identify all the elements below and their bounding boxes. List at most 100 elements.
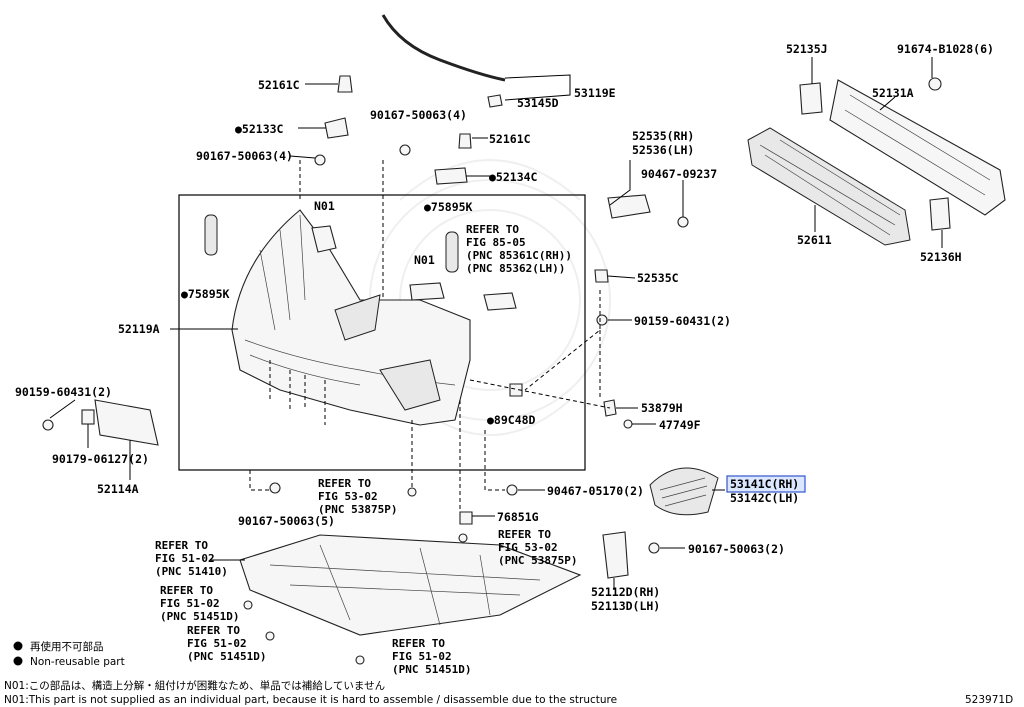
label-90159-60431-left[interactable]: 90159-60431(2) — [15, 385, 112, 399]
svg-text:(PNC 53875P): (PNC 53875P) — [498, 554, 577, 567]
label-53141c-rh[interactable]: 53141C(RH) — [730, 477, 799, 491]
note-n01-en: N01:This part is not supplied as an indi… — [4, 694, 617, 706]
bolt-90159-60431-right[interactable] — [596, 314, 608, 326]
nut-91674-b1028[interactable] — [928, 77, 942, 91]
label-n01-a[interactable]: N01 — [314, 199, 335, 213]
screw-90467-05170[interactable] — [506, 484, 518, 496]
label-52131a[interactable]: 52131A — [872, 86, 914, 100]
clip-53145d[interactable] — [487, 94, 503, 108]
screw-90467-09237[interactable] — [677, 216, 689, 228]
refer-fig-51-02-d[interactable]: REFER TO FIG 51-02 (PNC 51451D) — [392, 637, 471, 676]
clip-47749f[interactable] — [623, 419, 633, 429]
svg-text:REFER TO: REFER TO — [466, 223, 519, 236]
label-52112d-rh[interactable]: 52112D(RH) — [591, 585, 660, 599]
svg-text:REFER TO: REFER TO — [187, 624, 240, 637]
note-n01-jp: N01:この部品は、構造上分解・組付けが困難なため、単品では補給していません — [4, 679, 385, 692]
svg-text:REFER TO: REFER TO — [155, 539, 208, 552]
bracket-52112d-52113d[interactable] — [602, 531, 629, 579]
label-52133c[interactable]: ●52133C — [235, 122, 284, 136]
label-90167-50063-5[interactable]: 90167-50063(5) — [238, 514, 335, 528]
bolt-under-cover-4[interactable] — [458, 533, 468, 543]
bolt-90159-60431-left[interactable] — [42, 419, 54, 431]
bracket-n01-a[interactable] — [311, 225, 337, 253]
clip-52161c-top[interactable] — [337, 75, 353, 93]
svg-text:(PNC 51451D): (PNC 51451D) — [187, 650, 266, 663]
bolt-90167-50063-4b[interactable] — [399, 144, 411, 156]
bracket-52135j[interactable] — [799, 82, 823, 115]
bracket-85361c[interactable] — [483, 292, 517, 311]
nut-90179-06127[interactable] — [81, 409, 95, 425]
label-52135j[interactable]: 52135J — [786, 42, 828, 56]
label-52161c-top[interactable]: 52161C — [258, 78, 300, 92]
bolt-under-cover-2[interactable] — [265, 631, 275, 641]
bolt-under-cover-1[interactable] — [243, 600, 253, 610]
label-90167-50063-4a[interactable]: 90167-50063(4) — [196, 149, 293, 163]
molding-53119e[interactable] — [381, 14, 506, 82]
legend-bullet-jp — [13, 641, 23, 651]
clip-52161c-mid[interactable] — [458, 133, 472, 149]
retainer-52535-52536[interactable] — [607, 194, 651, 219]
refer-fig-51-02-c[interactable]: REFER TO FIG 51-02 (PNC 51451D) — [187, 624, 266, 663]
svg-text:FIG 85-05: FIG 85-05 — [466, 236, 526, 249]
label-52113d-lh[interactable]: 52113D(LH) — [591, 599, 660, 613]
bolt-under-cover-3[interactable] — [355, 655, 365, 665]
label-90167-50063-2[interactable]: 90167-50063(2) — [688, 542, 785, 556]
label-52114a[interactable]: 52114A — [97, 482, 139, 496]
clip-76851g[interactable] — [459, 511, 473, 525]
label-n01-b[interactable]: N01 — [414, 253, 435, 267]
grille-53141c-53142c[interactable] — [649, 467, 719, 516]
bolt-90167-50063-5[interactable] — [269, 482, 281, 494]
svg-text:(PNC 51451D): (PNC 51451D) — [160, 610, 239, 623]
label-90467-05170[interactable]: 90467-05170(2) — [547, 484, 644, 498]
svg-text:(PNC 51410): (PNC 51410) — [155, 565, 228, 578]
label-90467-09237[interactable]: 90467-09237 — [641, 167, 717, 181]
label-52536-lh[interactable]: 52536(LH) — [632, 143, 694, 157]
label-52134c[interactable]: ●52134C — [489, 170, 538, 184]
label-90179-06127[interactable]: 90179-06127(2) — [52, 452, 149, 466]
label-52535-rh[interactable]: 52535(RH) — [632, 129, 694, 143]
reflector-left-75895k[interactable] — [204, 214, 218, 256]
retainer-52133c[interactable] — [324, 117, 349, 139]
label-53142c-lh[interactable]: 53142C(LH) — [730, 491, 799, 505]
absorber-52611[interactable] — [747, 127, 911, 246]
label-52136h[interactable]: 52136H — [920, 250, 962, 264]
label-75895k-left[interactable]: ●75895K — [181, 287, 230, 301]
svg-text:REFER TO: REFER TO — [318, 477, 371, 490]
label-90159-60431-right[interactable]: 90159-60431(2) — [634, 314, 731, 328]
bolt-90167-50063-2[interactable] — [648, 542, 660, 554]
bumper-cover-52119a[interactable] — [231, 209, 471, 426]
bracket-52136h[interactable] — [929, 197, 951, 231]
legend-text-en: Non-reusable part — [30, 656, 125, 668]
label-91674-b1028[interactable]: 91674-B1028(6) — [897, 42, 994, 56]
bolt-under-cover-5[interactable] — [407, 487, 417, 497]
label-89c48d[interactable]: ●89C48D — [487, 413, 536, 427]
reflector-right-75895k[interactable] — [445, 231, 459, 273]
clip-52535c[interactable] — [594, 269, 609, 283]
diagram-id: 523971D — [965, 694, 1013, 706]
label-90167-50063-4b[interactable]: 90167-50063(4) — [370, 108, 467, 122]
reinforcement-52131a[interactable] — [829, 79, 1006, 216]
license-bracket-52114a[interactable] — [94, 399, 159, 446]
label-52535c[interactable]: 52535C — [637, 271, 679, 285]
refer-fig-53-02-b[interactable]: REFER TO FIG 53-02 (PNC 53875P) — [498, 528, 577, 567]
label-53119e[interactable]: 53119E — [574, 86, 616, 100]
bracket-n01-b[interactable] — [409, 282, 445, 301]
label-76851g[interactable]: 76851G — [497, 510, 539, 524]
svg-text:REFER TO: REFER TO — [160, 584, 213, 597]
label-75895k-top[interactable]: ●75895K — [424, 200, 473, 214]
label-52161c-mid[interactable]: 52161C — [489, 132, 531, 146]
label-52611[interactable]: 52611 — [797, 233, 832, 247]
clip-89c48d[interactable] — [509, 383, 523, 397]
refer-fig-85-05[interactable]: REFER TO FIG 85-05 (PNC 85361C(RH)) (PNC… — [466, 223, 572, 275]
retainer-52134c[interactable] — [434, 167, 468, 185]
bolt-90167-50063-4a[interactable] — [314, 154, 326, 166]
engine-under-cover[interactable] — [239, 534, 582, 636]
refer-fig-53-02-a[interactable]: REFER TO FIG 53-02 (PNC 53875P) — [318, 477, 397, 516]
refer-fig-51-02-b[interactable]: REFER TO FIG 51-02 (PNC 51451D) — [160, 584, 239, 623]
label-53879h[interactable]: 53879H — [641, 401, 683, 415]
label-47749f[interactable]: 47749F — [659, 418, 701, 432]
label-53145d[interactable]: 53145D — [517, 96, 559, 110]
label-52119a[interactable]: 52119A — [118, 322, 160, 336]
refer-fig-51-02-a[interactable]: REFER TO FIG 51-02 (PNC 51410) — [155, 539, 228, 578]
